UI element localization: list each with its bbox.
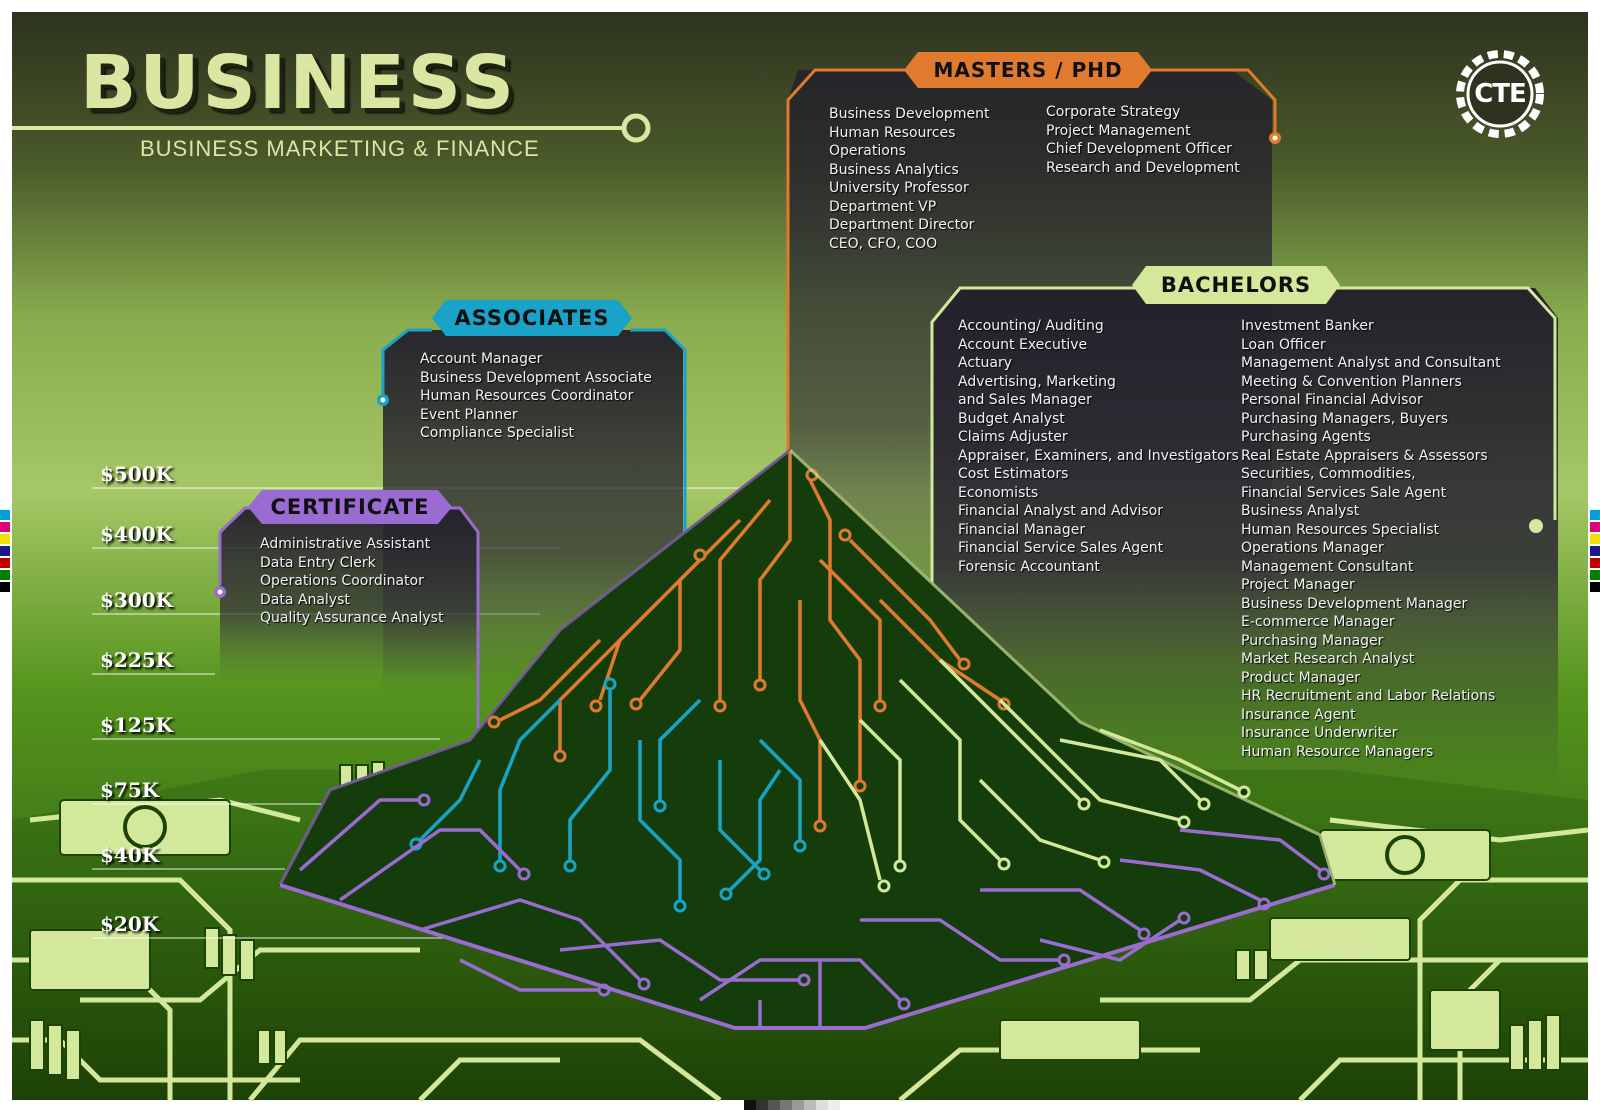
list-item: Department Director: [829, 217, 975, 233]
list-item: Compliance Specialist: [420, 425, 574, 441]
cte-logo-gear: [1456, 50, 1544, 138]
list-item: Business Development: [829, 106, 990, 122]
list-item: Account Manager: [420, 351, 543, 367]
salary-label: $40K: [100, 843, 160, 867]
list-item: Account Executive: [958, 336, 1088, 353]
certificate-jobs: Administrative Assistant Data Entry Cler…: [260, 535, 443, 628]
list-item: Market Research Analyst: [1241, 651, 1415, 667]
salary-label: $225K: [100, 648, 174, 672]
list-item: Cost Estimators: [958, 466, 1069, 482]
salary-label: $125K: [100, 713, 174, 737]
list-item: Actuary: [958, 355, 1013, 371]
masters-badge: MASTERS / PHD: [933, 58, 1123, 82]
salary-label: $400K: [100, 522, 174, 546]
cte-logo-text: CTE: [1474, 79, 1527, 109]
list-item: Management Consultant: [1241, 558, 1414, 575]
list-item: Financial Analyst and Advisor: [958, 503, 1163, 519]
list-item: HR Recruitment and Labor Relations: [1241, 688, 1496, 704]
list-item: Forensic Accountant: [958, 558, 1100, 575]
list-item: Claims Adjuster: [958, 429, 1068, 445]
page-title: BUSINESS: [80, 40, 518, 126]
list-item: Human Resources Coordinator: [420, 388, 634, 404]
list-item: Data Analyst: [260, 591, 350, 608]
certificate-panel: [214, 490, 480, 730]
list-item: Administrative Assistant: [260, 536, 431, 552]
list-item: Financial Services Sale Agent: [1241, 484, 1447, 501]
list-item: Product Manager: [1241, 669, 1360, 686]
list-item: Purchasing Managers, Buyers: [1241, 410, 1449, 427]
list-item: Advertising, Marketing: [958, 373, 1116, 390]
list-item: Budget Analyst: [958, 410, 1065, 427]
list-item: Personal Financial Advisor: [1241, 392, 1423, 408]
list-item: Management Analyst and Consultant: [1241, 355, 1501, 371]
salary-label: $20K: [100, 912, 160, 936]
list-item: Human Resource Managers: [1241, 743, 1434, 760]
salary-label: $75K: [100, 778, 160, 802]
list-item: E-commerce Manager: [1241, 614, 1395, 630]
list-item: Securities, Commodities,: [1241, 466, 1416, 482]
bachelors-jobs-col1: Accounting/ Auditing Account Executive A…: [958, 317, 1239, 576]
list-item: Meeting & Convention Planners: [1241, 373, 1462, 390]
associates-jobs: Account Manager Business Development Ass…: [420, 350, 652, 443]
list-item: Real Estate Appraisers & Assessors: [1241, 447, 1488, 464]
list-item: Business Analytics: [829, 161, 959, 178]
masters-jobs-col2: Corporate Strategy Project Management Ch…: [1046, 103, 1240, 177]
list-item: Research and Development: [1046, 159, 1240, 176]
masters-jobs-col1: Business Development Human Resources Ope…: [829, 105, 989, 253]
circuit-mountain: [278, 448, 1337, 1030]
list-item: Corporate Strategy: [1046, 104, 1181, 120]
list-item: Business Development Associate: [420, 369, 652, 386]
list-item: Operations Coordinator: [260, 573, 424, 589]
list-item: and Sales Manager: [958, 392, 1092, 408]
list-item: Data Entry Clerk: [260, 554, 376, 571]
cte-logo: CTE: [1458, 52, 1542, 136]
list-item: Quality Assurance Analyst: [260, 610, 444, 626]
salary-label: $300K: [100, 588, 174, 612]
list-item: Insurance Agent: [1241, 706, 1356, 723]
list-item: Operations: [829, 143, 906, 159]
list-item: Project Manager: [1241, 577, 1355, 593]
list-item: Department VP: [829, 198, 937, 215]
page-subtitle: BUSINESS MARKETING & FINANCE: [140, 136, 540, 161]
print-marks: [0, 510, 1600, 1110]
list-item: Economists: [958, 484, 1039, 501]
list-item: Human Resources Specialist: [1241, 521, 1440, 538]
title-underline: [12, 113, 651, 143]
list-item: Business Development Manager: [1241, 595, 1468, 612]
list-item: Human Resources: [829, 124, 956, 141]
list-item: Accounting/ Auditing: [958, 318, 1104, 334]
list-item: Financial Service Sales Agent: [958, 540, 1164, 556]
list-item: Business Analyst: [1241, 503, 1360, 519]
list-item: Investment Banker: [1241, 318, 1374, 334]
list-item: Purchasing Manager: [1241, 632, 1384, 649]
list-item: Project Management: [1046, 122, 1191, 139]
bachelors-badge: BACHELORS: [1160, 273, 1312, 297]
list-item: Operations Manager: [1241, 540, 1384, 556]
list-item: Insurance Underwriter: [1241, 725, 1398, 741]
salary-label: $500K: [100, 462, 174, 486]
list-item: Appraiser, Examiners, and Investigators: [958, 447, 1239, 464]
list-item: CEO, CFO, COO: [829, 235, 938, 252]
list-item: Chief Development Officer: [1046, 141, 1232, 157]
list-item: Event Planner: [420, 406, 518, 423]
list-item: Financial Manager: [958, 521, 1086, 538]
bachelors-panel: [930, 266, 1558, 790]
associates-badge: ASSOCIATES: [454, 306, 610, 330]
list-item: Loan Officer: [1241, 336, 1326, 353]
certificate-badge: CERTIFICATE: [270, 495, 430, 519]
bachelors-jobs-col2: Investment Banker Loan Officer Managemen…: [1241, 317, 1501, 761]
list-item: University Professor: [829, 180, 969, 196]
list-item: Purchasing Agents: [1241, 429, 1371, 445]
